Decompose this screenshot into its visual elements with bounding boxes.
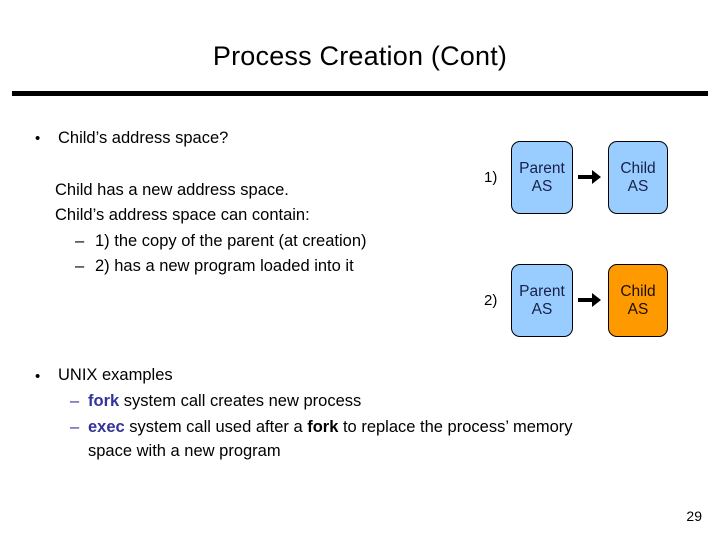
bullet-text-unix-examples: UNIX examples xyxy=(58,366,173,384)
row1-parent-as-box: Parent AS xyxy=(511,141,573,214)
page-title: Process Creation (Cont) xyxy=(212,41,508,71)
row1-arrow-icon xyxy=(578,170,602,184)
fork-line: fork system call creates new process xyxy=(88,393,361,410)
row1-arrow-shaft xyxy=(578,175,593,179)
bullet-marker-1: • xyxy=(35,130,41,147)
diagram-row-label-1: 1) xyxy=(484,169,498,186)
dash-marker-sub-2: – xyxy=(75,257,85,275)
row1-child-label-line2: AS xyxy=(627,177,649,195)
row2-child-label-line2: AS xyxy=(627,300,649,318)
body-line-1: Child has a new address space. xyxy=(55,181,289,199)
sub-bullet-new-program: 2) has a new program loaded into it xyxy=(95,257,354,275)
exec-line: exec system call used after a fork to re… xyxy=(88,419,573,436)
page-number: 29 xyxy=(686,508,702,524)
exec-line-tail: to replace the process’ memory xyxy=(338,418,573,436)
bullet-text-child-address-space: Child’s address space? xyxy=(58,129,229,147)
exec-line-wrap: space with a new program xyxy=(88,442,281,460)
row2-child-label-line1: Child xyxy=(620,283,656,301)
row2-arrow-head xyxy=(592,293,601,307)
body-line-2: Child’s address space can contain: xyxy=(55,206,310,224)
title-divider xyxy=(12,91,708,96)
row1-parent-label-line1: Parent xyxy=(519,160,565,178)
dash-marker-fork: – xyxy=(70,392,80,410)
sub-bullet-copy-of-parent: 1) the copy of the parent (at creation) xyxy=(95,232,367,250)
row2-arrow-icon xyxy=(578,293,602,307)
fork-line-rest: system call creates new process xyxy=(119,392,362,410)
bullet-marker-2: • xyxy=(35,368,41,385)
row1-arrow-head xyxy=(592,170,601,184)
dash-marker-exec: – xyxy=(70,418,80,436)
row1-child-as-box: Child AS xyxy=(608,141,668,214)
dash-marker-sub-1: – xyxy=(75,232,85,250)
row2-parent-label-line2: AS xyxy=(531,300,553,318)
fork-keyword: fork xyxy=(88,392,120,410)
row1-child-label-line1: Child xyxy=(620,160,656,178)
exec-fork-keyword: fork xyxy=(307,418,339,436)
exec-keyword: exec xyxy=(88,418,125,436)
row2-child-as-box: Child AS xyxy=(608,264,668,337)
row1-parent-label-line2: AS xyxy=(531,177,553,195)
exec-line-mid: system call used after a xyxy=(124,418,308,436)
row2-parent-as-box: Parent AS xyxy=(511,264,573,337)
row2-parent-label-line1: Parent xyxy=(519,283,565,301)
diagram-row-label-2: 2) xyxy=(484,292,498,309)
row2-arrow-shaft xyxy=(578,298,593,302)
